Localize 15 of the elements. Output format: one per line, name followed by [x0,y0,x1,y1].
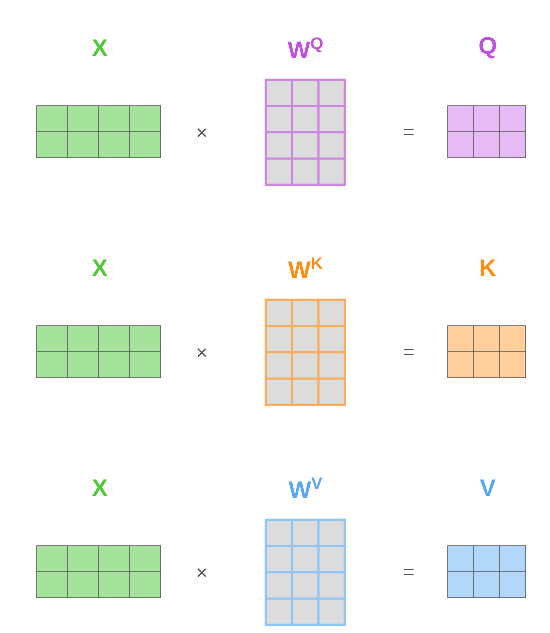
operator-symbol: = [404,129,414,136]
matrix-label: X [92,260,108,276]
matrix-label: X [92,40,108,56]
operator-symbol: × [198,348,206,358]
matrix-label: X [92,480,108,496]
operator-symbol: × [198,128,206,138]
matrix-label: W$^{K}$ [288,258,323,278]
matrix-label: Q [480,37,496,59]
operator-symbol: × [198,568,206,578]
matrix-label: W$^{V}$ [288,478,323,498]
matrix-label: W$^{Q}$ [288,38,323,58]
operator-symbol: = [404,349,414,356]
matrix-label: V [480,480,496,496]
matrix-label: K [480,260,496,276]
operator-symbol: = [404,569,414,576]
